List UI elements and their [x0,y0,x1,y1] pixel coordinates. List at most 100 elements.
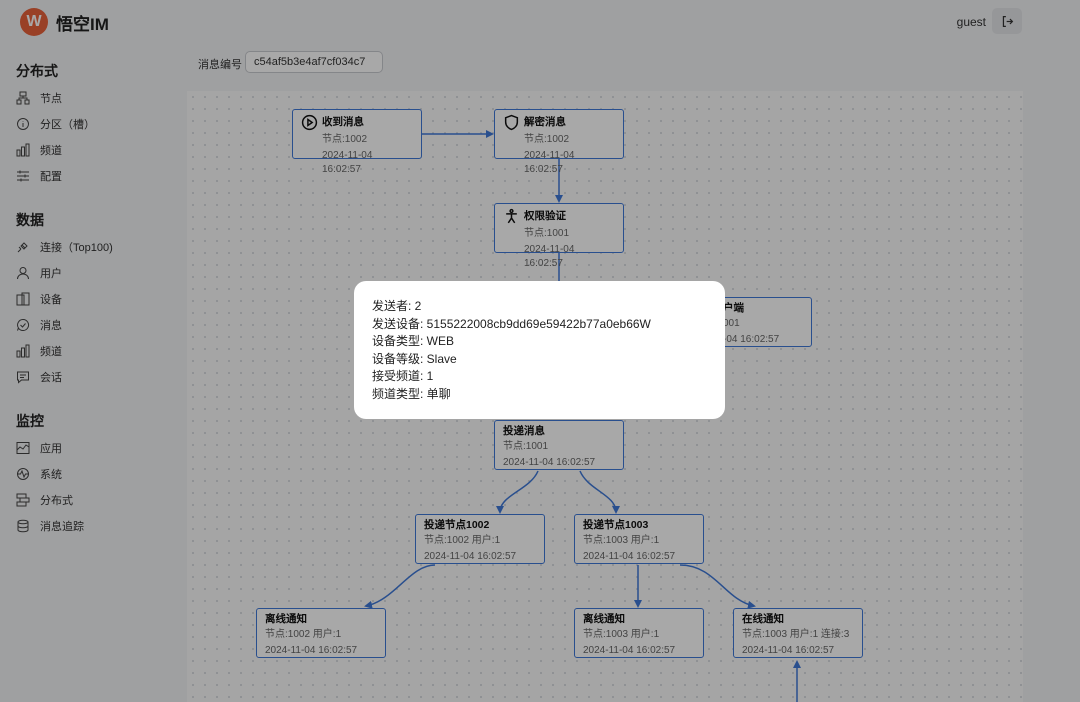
plug-icon [16,240,30,254]
logout-icon [1002,15,1013,27]
popup-device-level: 设备等级: Slave [372,351,457,366]
popup-device: 发送设备: 5155222008cb9dd69e59422b77a0eb66W [372,316,651,331]
node-title: 收到消息 [322,116,364,128]
app-title: 悟空IM [56,14,109,34]
section-title-distributed: 分布式 [16,63,58,79]
node-detail: 节点:1003 用户:1 连接:3 [742,629,850,640]
flow-node-auth[interactable]: 权限验证 节点:1001 2024-11-04 16:02:57 [494,203,624,269]
sidebar-item-label: 节点 [40,93,62,105]
node-title: 权限验证 [524,210,566,222]
sidebar-item-label: 配置 [40,171,62,183]
node-time: 2024-11-04 16:02:57 [424,551,517,562]
sidebar-item-label: 频道 [40,346,62,358]
flow-node-decrypt[interactable]: 解密消息 节点:1002 2024-11-04 16:02:57 [494,109,624,175]
node-time: 2024-11-04 16:02:57 [503,457,596,468]
node-detail: 节点:1001 [503,441,549,452]
node-time: -04 16:02:57 [723,334,780,345]
node-title: 解密消息 [524,116,566,128]
popup-channel: 接受频道: 1 [372,369,434,383]
message-check-icon [16,318,30,332]
message-detail-popup: 发送者: 2 发送设备: 5155222008cb9dd69e59422b77a… [354,281,725,419]
sidebar-item-messages[interactable]: 消息 [16,317,62,333]
node-title: 户端 [723,302,744,314]
flow-node-offline-1002[interactable]: 离线通知 节点:1002 用户:1 2024-11-04 16:02:57 [256,608,386,658]
message-id-input[interactable] [245,51,383,73]
sidebar-item-devices[interactable]: 设备 [16,291,62,307]
trace-canvas[interactable] [187,91,1023,702]
sidebar-item-label: 设备 [40,294,62,306]
sidebar-item-config[interactable]: 配置 [16,168,62,184]
app-logo: W 悟空IM [20,8,109,36]
username: guest [956,15,986,29]
node-detail: 节点:1002 用户:1 [424,535,501,546]
node-detail: 节点:1003 用户:1 [583,629,660,640]
bar-chart-icon [16,344,30,358]
flow-node-deliver-1003[interactable]: 投递节点1003 节点:1003 用户:1 2024-11-04 16:02:5… [574,514,704,564]
cluster-icon [16,91,30,105]
node-time: 2024-11-04 16:02:57 [524,244,575,269]
flow-node-online-1003[interactable]: 在线通知 节点:1003 用户:1 连接:3 2024-11-04 16:02:… [733,608,863,658]
node-title: 在线通知 [742,613,784,625]
device-icon [16,292,30,306]
node-time: 2024-11-04 16:02:57 [524,150,575,175]
sidebar-item-label: 分区（槽） [40,119,95,131]
sidebar-item-label: 频道 [40,145,62,157]
sidebar-item-app[interactable]: 应用 [16,440,62,456]
info-icon [16,117,30,131]
node-title: 投递节点1002 [424,519,490,531]
logout-button[interactable] [992,8,1022,34]
node-title: 投递消息 [503,425,545,437]
popup-device-type: 设备类型: WEB [372,334,455,348]
flow-node-client[interactable]: 户端 001 -04 16:02:57 [712,297,812,347]
node-detail: 节点:1003 用户:1 [583,535,660,546]
sidebar-item-channels[interactable]: 频道 [16,142,62,158]
sidebar-item-label: 消息 [40,320,62,332]
sidebar-item-conversations[interactable]: 会话 [16,369,62,385]
chat-icon [16,370,30,384]
message-id-label: 消息编号 [198,59,242,71]
section-title-monitor: 监控 [16,413,44,429]
node-detail: 001 [723,318,740,329]
sidebar-item-label: 会话 [40,372,62,384]
sidebar-item-label: 连接（Top100) [40,242,113,254]
node-detail: 节点:1002 [322,134,368,145]
sidebar-item-slots[interactable]: 分区（槽） [16,116,95,132]
node-detail: 节点:1001 [524,228,570,239]
popup-channel-type: 频道类型: 单聊 [372,386,451,401]
play-circle-icon [301,114,318,131]
node-time: 2024-11-04 16:02:57 [265,645,358,656]
bar-chart-icon [16,143,30,157]
sidebar-item-label: 分布式 [40,495,73,507]
pulse-icon [16,467,30,481]
node-time: 2024-11-04 16:02:57 [322,150,373,175]
sidebar-item-system[interactable]: 系统 [16,466,62,482]
app-chart-icon [16,441,30,455]
sidebar-item-label: 用户 [40,268,62,280]
section-title-data: 数据 [16,212,44,228]
node-title: 离线通知 [265,613,307,625]
user-icon [16,266,30,280]
node-detail: 节点:1002 [524,134,570,145]
sidebar-item-message-trace[interactable]: 消息追踪 [16,518,84,534]
logo-icon: W [20,8,48,36]
flow-node-offline-1003[interactable]: 离线通知 节点:1003 用户:1 2024-11-04 16:02:57 [574,608,704,658]
sidebar-item-label: 消息追踪 [40,521,84,533]
sidebar-item-users[interactable]: 用户 [16,265,62,281]
node-detail: 节点:1002 用户:1 [265,629,342,640]
server-icon [16,493,30,507]
sidebar-item-connections[interactable]: 连接（Top100) [16,239,113,255]
flow-node-deliver-1002[interactable]: 投递节点1002 节点:1002 用户:1 2024-11-04 16:02:5… [415,514,545,564]
node-time: 2024-11-04 16:02:57 [583,551,676,562]
node-time: 2024-11-04 16:02:57 [742,645,835,656]
database-icon [16,519,30,533]
flow-node-receive[interactable]: 收到消息 节点:1002 2024-11-04 16:02:57 [292,109,422,175]
sidebar-item-data-channels[interactable]: 频道 [16,343,62,359]
shield-icon [504,114,519,131]
flow-node-deliver[interactable]: 投递消息 节点:1001 2024-11-04 16:02:57 [494,420,624,470]
sidebar-item-distributed-monitor[interactable]: 分布式 [16,492,73,508]
node-title: 离线通知 [583,613,625,625]
sidebar-item-nodes[interactable]: 节点 [16,90,62,106]
node-title: 投递节点1003 [583,519,649,531]
person-icon [506,208,517,224]
sliders-icon [16,169,30,183]
